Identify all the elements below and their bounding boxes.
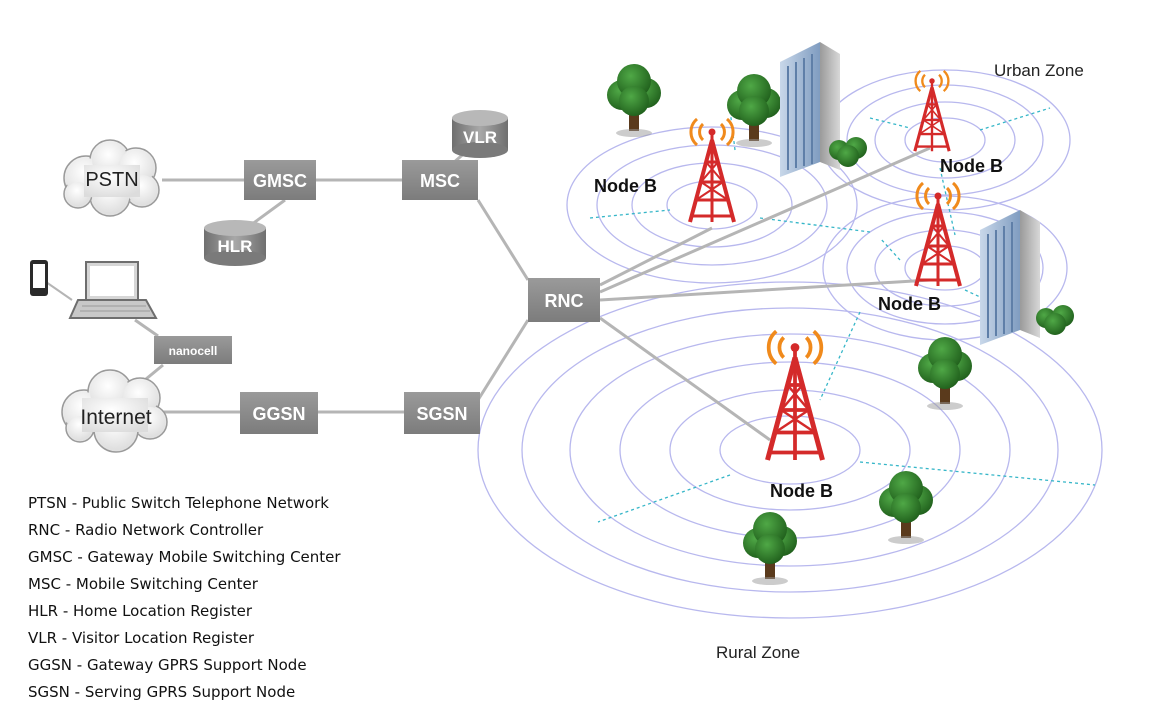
tree-icon — [879, 471, 933, 544]
sgsn-node: SGSN — [404, 392, 480, 434]
rural-coverage-rings — [477, 281, 1103, 619]
gmsc-node: GMSC — [244, 160, 316, 200]
link-sgsn-rnc — [476, 319, 530, 401]
link-rnc-node-b-1 — [599, 226, 713, 287]
link-phone-laptop — [45, 281, 73, 301]
node-b-label: Node B — [878, 294, 941, 314]
link-rnc-node-b-3 — [599, 278, 931, 302]
network-links — [45, 146, 931, 442]
nanocell-label: nanocell — [169, 344, 218, 358]
sgsn-label: SGSN — [416, 404, 467, 424]
hlr-label: HLR — [218, 237, 253, 256]
legend-item: PTSN - Public Switch Telephone Network — [28, 494, 329, 512]
tree-icon — [743, 512, 797, 585]
legend-item: GGSN - Gateway GPRS Support Node — [28, 656, 307, 674]
node-b-label: Node B — [594, 176, 657, 196]
cell-tower-icon — [914, 181, 962, 288]
link-laptop-nanocell — [134, 318, 159, 338]
pstn-label: PSTN — [85, 169, 138, 191]
rnc-node: RNC — [528, 278, 600, 322]
node-b-label: Node B — [940, 156, 1003, 176]
abbreviation-legend: PTSN - Public Switch Telephone Network R… — [28, 490, 468, 706]
ggsn-node: GGSN — [240, 392, 318, 434]
hlr-database-icon: HLR — [204, 220, 266, 266]
legend-item: VLR - Visitor Location Register — [28, 629, 255, 647]
tree-icon — [918, 337, 972, 410]
pstn-cloud: PSTN — [63, 139, 160, 217]
link-rnc-node-b-4 — [599, 316, 771, 442]
office-building-icon — [979, 209, 1041, 346]
laptop-icon — [68, 261, 158, 319]
link-rnc-node-b-2 — [599, 146, 931, 294]
legend-item: RNC - Radio Network Controller — [28, 521, 264, 539]
legend-item: GMSC - Gateway Mobile Switching Center — [28, 548, 341, 566]
legend-item: MSC - Mobile Switching Center — [28, 575, 258, 593]
ggsn-label: GGSN — [252, 404, 305, 424]
node-b-label: Node B — [770, 481, 833, 501]
msc-node: MSC — [402, 160, 478, 200]
cell-tower-icon — [688, 117, 736, 224]
vlr-database-icon: VLR — [452, 110, 508, 158]
tree-icon — [727, 74, 781, 147]
rnc-label: RNC — [545, 291, 584, 311]
office-building-icon — [779, 41, 841, 178]
internet-label: Internet — [80, 406, 151, 429]
nanocell-node: nanocell — [154, 336, 232, 364]
gmsc-label: GMSC — [253, 171, 307, 191]
msc-label: MSC — [420, 171, 460, 191]
tree-icon — [607, 64, 661, 137]
legend-item: SGSN - Serving GPRS Support Node — [28, 683, 296, 701]
internet-cloud: Internet — [61, 369, 168, 453]
link-msc-rnc — [476, 199, 530, 281]
shrub-icon — [1036, 305, 1074, 335]
rural-zone-label: Rural Zone — [716, 643, 800, 662]
legend-item: HLR - Home Location Register — [28, 602, 253, 620]
phone-icon — [30, 260, 48, 296]
cell-tower-icon — [768, 331, 823, 460]
vlr-label: VLR — [463, 128, 497, 147]
urban-zone-label: Urban Zone — [994, 61, 1084, 80]
cell-tower-icon — [913, 69, 951, 153]
